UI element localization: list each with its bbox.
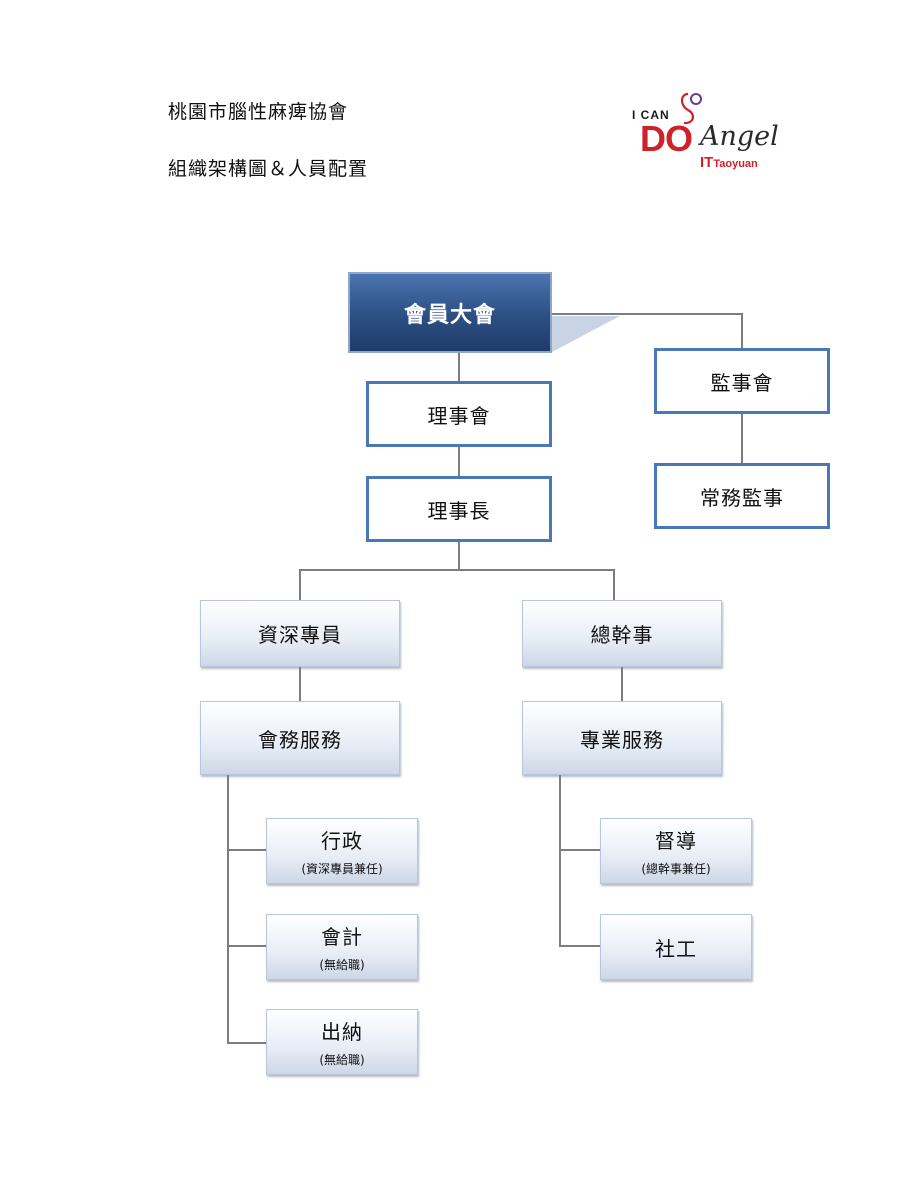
- connector-assembly-supervisors: [552, 313, 743, 348]
- cashier-box: 出納 (無給職): [266, 1009, 418, 1075]
- administration-label: 行政: [321, 829, 363, 853]
- administration-note: (資深專員兼任): [301, 862, 383, 876]
- title-line-2: 組織架構圖＆人員配置: [168, 158, 369, 180]
- standing-supervisor-box: 常務監事: [654, 463, 830, 529]
- social-work-box: 社工: [600, 914, 752, 980]
- secretary-general-box: 總幹事: [522, 600, 722, 667]
- supervision-box: 督導 (總幹事兼任): [600, 818, 752, 884]
- supervision-label: 督導: [655, 829, 697, 853]
- senior-specialist-box: 資深專員: [200, 600, 400, 667]
- administration-box: 行政 (資深專員兼任): [266, 818, 418, 884]
- accounting-label: 會計: [321, 925, 363, 949]
- supervision-note: (總幹事兼任): [641, 862, 711, 876]
- supervisors-board-label: 監事會: [710, 370, 774, 395]
- social-work-label: 社工: [655, 936, 697, 961]
- accounting-note: (無給職): [319, 958, 365, 972]
- angel-figure-icon: [680, 92, 702, 125]
- logo-script-text: Angel: [700, 121, 779, 152]
- general-assembly-box: 會員大會: [348, 272, 552, 353]
- connector-membership-tree: [227, 775, 266, 1044]
- board-of-directors-label: 理事會: [427, 403, 491, 428]
- title-line-1: 桃園市腦性麻痺協會: [168, 101, 349, 123]
- secretary-general-label: 總幹事: [590, 623, 654, 647]
- accounting-box: 會計 (無給職): [266, 914, 418, 980]
- assembly-shadow-shape: [552, 316, 620, 352]
- cashier-label: 出納: [321, 1020, 363, 1044]
- connector-professional-tree: [559, 775, 600, 947]
- logo-big-text: DO: [640, 118, 693, 159]
- board-of-directors-box: 理事會: [366, 381, 552, 447]
- chairman-label: 理事長: [427, 498, 491, 523]
- cashier-note: (無給職): [319, 1053, 365, 1067]
- logo-bottom-text: ITTaoyuan: [700, 154, 758, 171]
- logo: I CAN DO Angel ITTaoyuan: [628, 90, 788, 180]
- professional-services-box: 專業服務: [522, 701, 722, 775]
- supervisors-board-box: 監事會: [654, 348, 830, 414]
- senior-specialist-label: 資深專員: [258, 623, 342, 647]
- chairman-box: 理事長: [366, 476, 552, 542]
- professional-services-label: 專業服務: [580, 727, 664, 752]
- membership-services-box: 會務服務: [200, 701, 400, 775]
- membership-services-label: 會務服務: [258, 727, 342, 752]
- connector-split-branches: [299, 569, 615, 600]
- standing-supervisor-label: 常務監事: [700, 485, 784, 510]
- logo-top-text: I CAN: [632, 108, 670, 122]
- general-assembly-label: 會員大會: [403, 302, 496, 328]
